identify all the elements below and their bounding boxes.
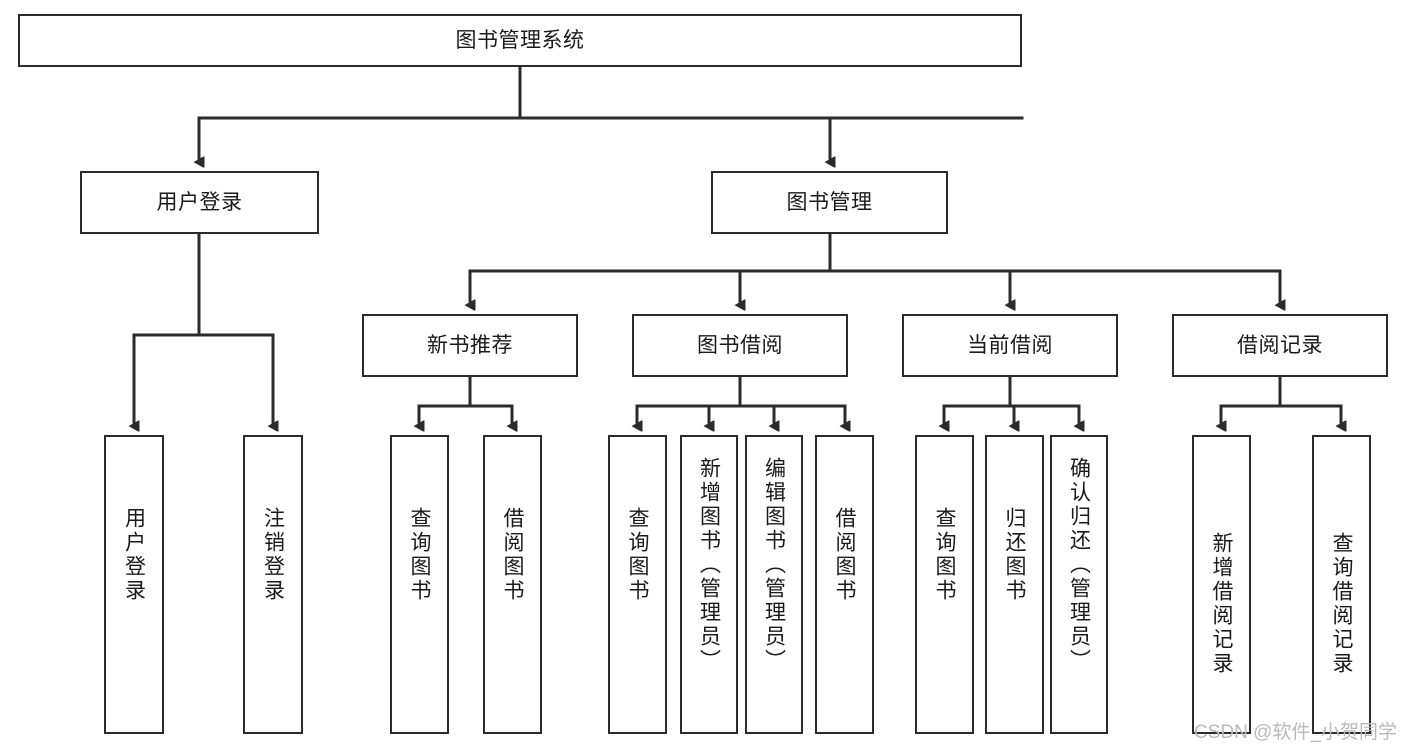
node-level2-1-label: 用户登录 [156, 190, 243, 214]
node-leaf-8-label: 借阅图书 [833, 507, 856, 603]
node-level3-4[interactable]: 借阅记录 [1172, 314, 1388, 377]
node-leaf-6-label: 新增图书（管理员） [697, 457, 721, 673]
node-leaf-9[interactable]: 查询图书 [915, 435, 974, 734]
node-leaf-4-label: 借阅图书 [501, 507, 524, 603]
node-level2-1[interactable]: 用户登录 [80, 171, 319, 234]
node-leaf-2[interactable]: 注销登录 [243, 435, 303, 734]
node-level3-2-label: 图书借阅 [697, 333, 783, 357]
node-leaf-4[interactable]: 借阅图书 [483, 435, 542, 734]
node-leaf-3-label: 查询图书 [408, 507, 431, 603]
node-leaf-5[interactable]: 查询图书 [608, 435, 667, 734]
node-level2-2[interactable]: 图书管理 [711, 171, 948, 234]
node-leaf-2-label: 注销登录 [261, 507, 285, 603]
node-leaf-7[interactable]: 编辑图书（管理员） [745, 435, 803, 734]
node-level3-2[interactable]: 图书借阅 [632, 314, 848, 377]
node-leaf-7-label: 编辑图书（管理员） [762, 457, 786, 673]
node-level3-3-label: 当前借阅 [967, 333, 1053, 357]
node-leaf-11-label: 确认归还（管理员） [1067, 457, 1091, 673]
node-leaf-5-label: 查询图书 [626, 507, 649, 603]
node-leaf-11[interactable]: 确认归还（管理员） [1050, 435, 1108, 734]
node-leaf-12-label: 新增借阅记录 [1210, 532, 1233, 676]
node-root-label: 图书管理系统 [455, 28, 585, 52]
node-leaf-12[interactable]: 新增借阅记录 [1192, 435, 1251, 734]
node-leaf-3[interactable]: 查询图书 [390, 435, 449, 734]
node-leaf-13-label: 查询借阅记录 [1330, 532, 1353, 676]
node-leaf-1-label: 用户登录 [122, 507, 146, 603]
node-level3-3[interactable]: 当前借阅 [902, 314, 1118, 377]
node-root[interactable]: 图书管理系统 [18, 14, 1022, 67]
node-leaf-6[interactable]: 新增图书（管理员） [680, 435, 738, 734]
node-level2-2-label: 图书管理 [786, 190, 873, 214]
node-level3-4-label: 借阅记录 [1237, 333, 1323, 357]
node-leaf-10-label: 归还图书 [1003, 507, 1026, 603]
node-level3-1-label: 新书推荐 [427, 333, 513, 357]
node-leaf-8[interactable]: 借阅图书 [815, 435, 874, 734]
node-leaf-10[interactable]: 归还图书 [985, 435, 1044, 734]
node-leaf-9-label: 查询图书 [933, 507, 956, 603]
node-level3-1[interactable]: 新书推荐 [362, 314, 578, 377]
node-leaf-1[interactable]: 用户登录 [104, 435, 164, 734]
node-leaf-13[interactable]: 查询借阅记录 [1312, 435, 1371, 734]
